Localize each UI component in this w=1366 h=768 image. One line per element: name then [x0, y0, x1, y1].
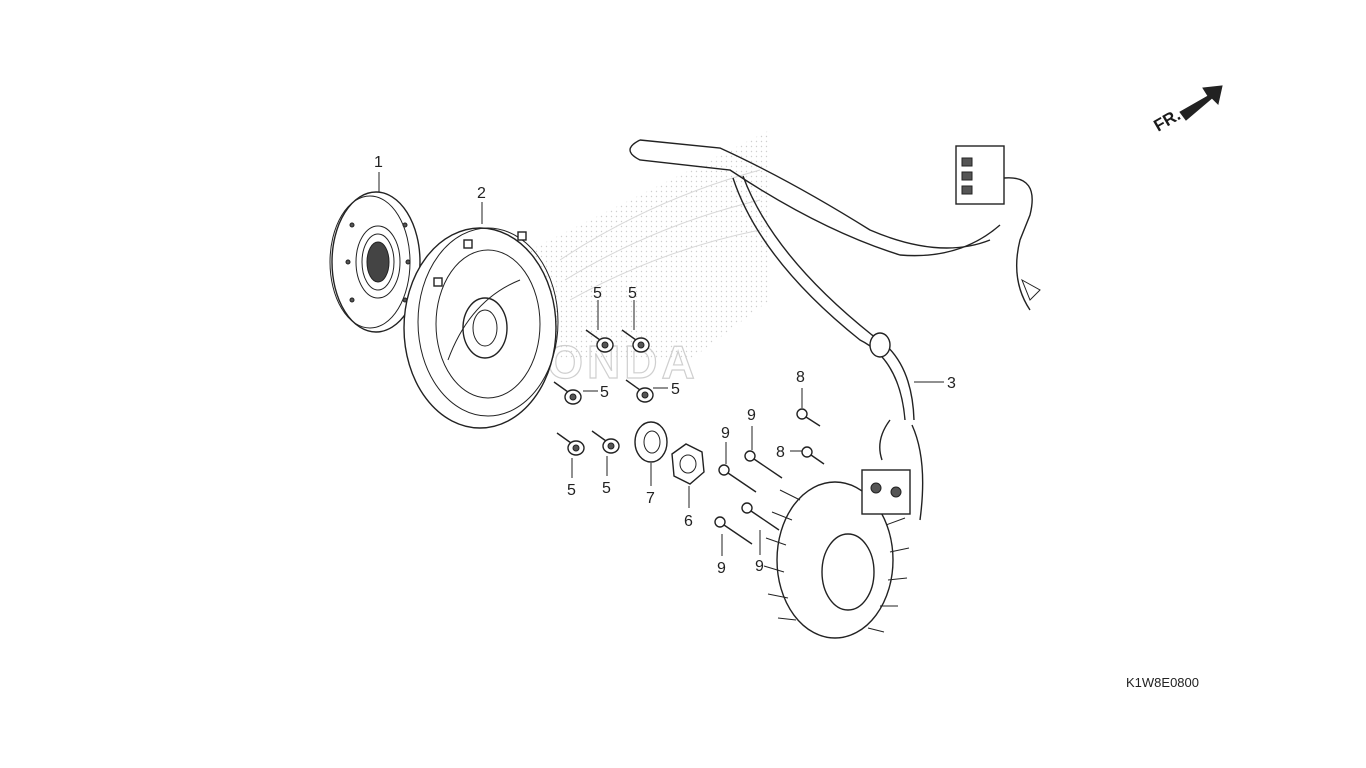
- bolt-9d: [714, 516, 753, 545]
- callout-6: 6: [684, 513, 693, 530]
- bolt-5e: [556, 432, 585, 456]
- callout-8a: 8: [796, 369, 805, 386]
- part-6-nut: [671, 443, 705, 485]
- callout-9c: 9: [755, 558, 764, 575]
- callout-5e: 5: [567, 482, 576, 499]
- callout-9b: 9: [721, 425, 730, 442]
- part-7-washer: [634, 421, 668, 463]
- callout-labels: 1 2 3 5 5 5 5 5 5 6 7 8 8 9 9 9 9: [374, 154, 956, 577]
- front-direction-indicator: FR.: [1151, 85, 1223, 135]
- figure-code: K1W8E0800: [1126, 675, 1199, 690]
- bolt-group-9: [714, 450, 783, 545]
- callout-5d: 5: [671, 381, 680, 398]
- bolt-9a: [744, 450, 783, 479]
- bolt-5c: [553, 381, 582, 405]
- bolt-5b: [621, 329, 650, 353]
- callout-5f: 5: [602, 480, 611, 497]
- bolt-group-8: [796, 408, 825, 465]
- bolt-8b: [801, 446, 825, 465]
- part-1-starter-clutch: [329, 191, 421, 333]
- leader-lines: [378, 172, 944, 556]
- bolt-5d: [625, 379, 654, 403]
- callout-9a: 9: [747, 407, 756, 424]
- callout-5a: 5: [593, 285, 602, 302]
- bolt-9b: [718, 464, 757, 493]
- callout-5c: 5: [600, 384, 609, 401]
- callout-1: 1: [374, 154, 383, 171]
- callout-3: 3: [947, 375, 956, 392]
- callout-8b: 8: [776, 444, 785, 461]
- part-3-stator-harness: [629, 139, 1041, 639]
- bolt-8a: [796, 408, 821, 427]
- callout-5b: 5: [628, 285, 637, 302]
- callout-9d: 9: [717, 560, 726, 577]
- bolt-9c: [741, 502, 780, 531]
- bolt-5a: [585, 329, 614, 353]
- callout-2: 2: [477, 185, 486, 202]
- fr-label: FR.: [1151, 105, 1184, 135]
- part-2-flywheel: [403, 227, 559, 429]
- bolt-group-5: [553, 329, 654, 456]
- bolt-5f: [591, 430, 620, 454]
- callout-7: 7: [646, 490, 655, 507]
